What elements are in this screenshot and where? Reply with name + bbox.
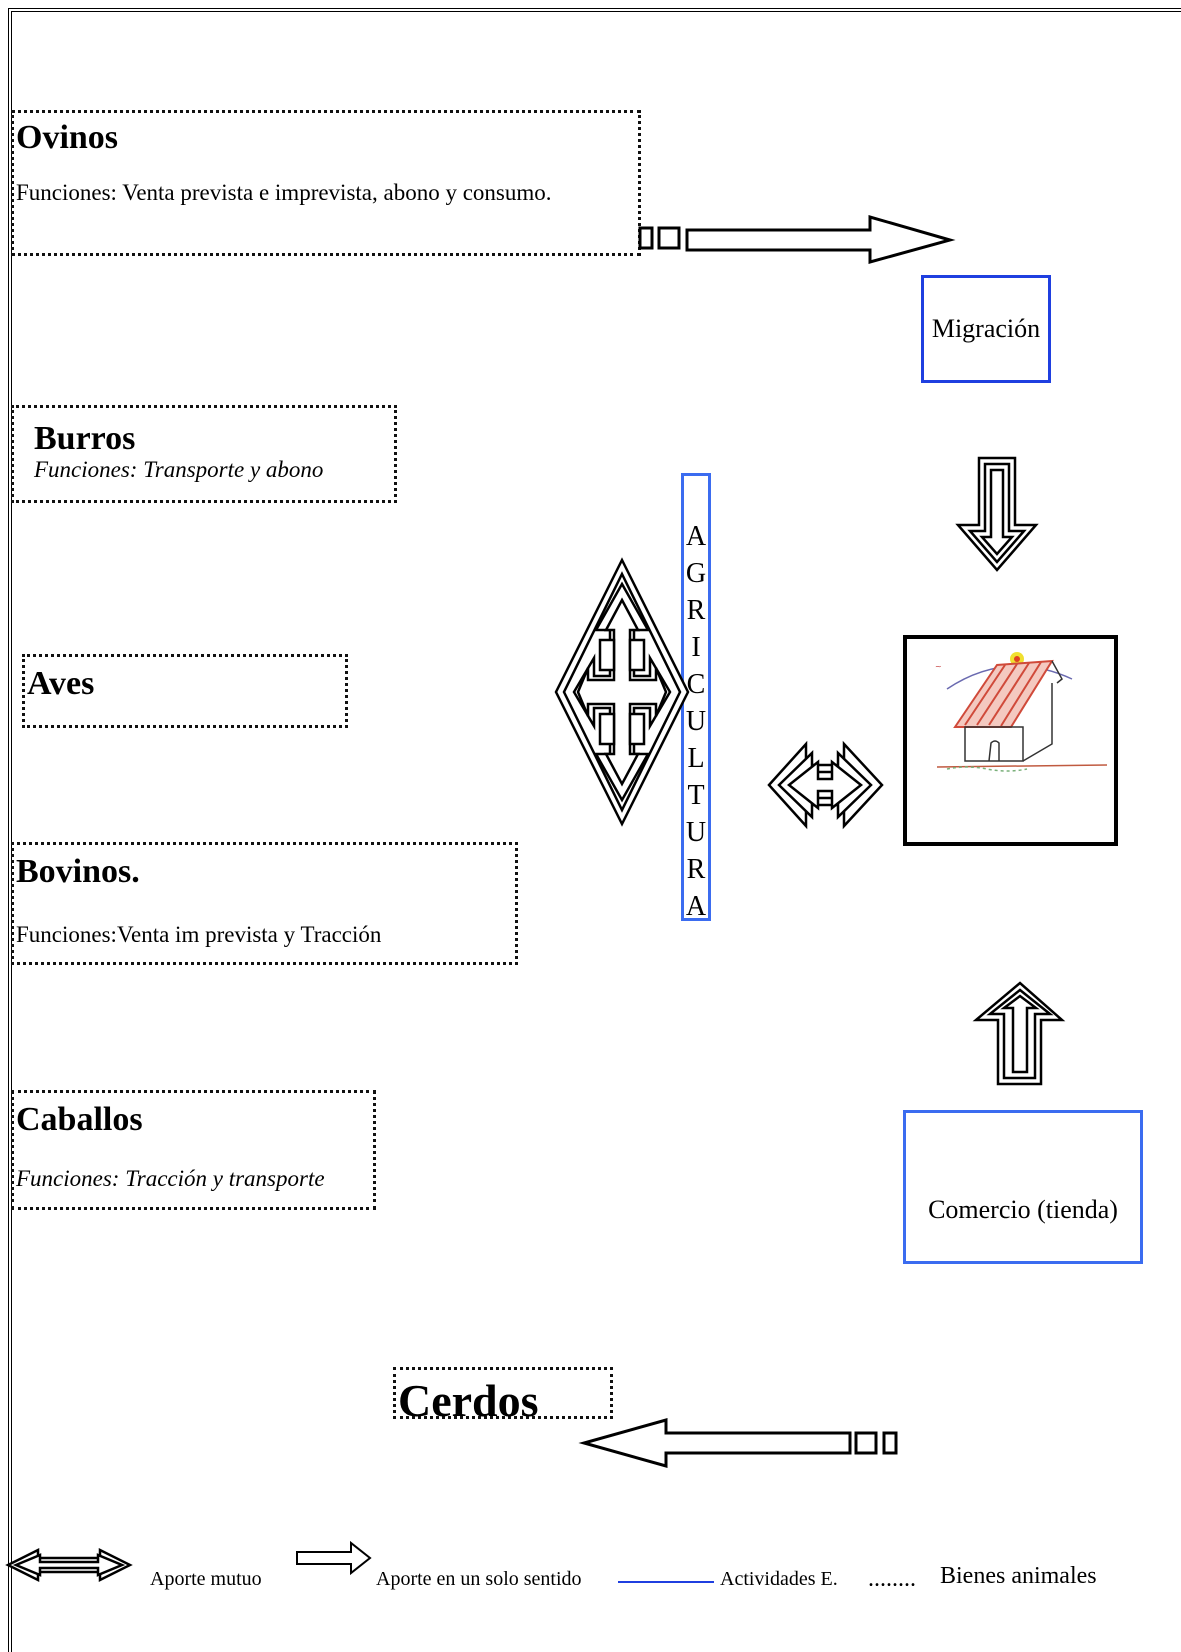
migracion-box: Migración — [921, 275, 1051, 383]
legend-actividades-label: Actividades E. — [720, 1568, 838, 1590]
agri-letter: I — [691, 632, 701, 663]
cerdos-box: Cerdos — [393, 1367, 613, 1426]
bovinos-title: Bovinos. — [16, 853, 140, 890]
legend-mutual-arrow-icon — [5, 1547, 133, 1583]
agri-letter: A — [685, 521, 707, 552]
ovinos-box: Ovinos Funciones: Venta prevista e impre… — [11, 110, 641, 256]
comercio-box: Comercio (tienda) — [903, 1110, 1143, 1264]
migracion-down-arrow — [955, 456, 1039, 572]
ovinos-functions: Funciones: Venta prevista e imprevista, … — [16, 180, 552, 206]
house-illustration: ~ — [903, 635, 1118, 846]
comercio-label: Comercio (tienda) — [928, 1195, 1118, 1224]
cerdos-arrow — [578, 1418, 898, 1468]
bovinos-box: Bovinos. Funciones:Venta im prevista y T… — [11, 842, 518, 965]
comercio-up-arrow — [972, 981, 1066, 1086]
page-frame — [8, 8, 1181, 1652]
migracion-label: Migración — [931, 314, 1041, 343]
agri-letter: G — [685, 558, 707, 589]
agri-letter: R — [686, 595, 706, 626]
agri-letter: R — [686, 854, 706, 885]
aves-box: Aves — [22, 654, 348, 728]
aves-title: Aves — [27, 665, 95, 702]
ovinos-arrow — [638, 215, 956, 264]
burros-title: Burros — [34, 420, 136, 457]
caballos-box: Caballos Funciones: Tracción y transport… — [11, 1090, 376, 1210]
house-drawing: ~ — [935, 652, 1108, 772]
cerdos-title: Cerdos — [398, 1375, 539, 1426]
legend-mutuo-label: Aporte mutuo — [150, 1568, 262, 1590]
agri-house-double-arrow — [767, 740, 884, 830]
caballos-title: Caballos — [16, 1101, 143, 1138]
burros-functions: Funciones: Transporte y abono — [34, 457, 324, 483]
legend-bienes-label: Bienes animales — [940, 1563, 1097, 1589]
burros-box: Burros Funciones: Transporte y abono — [11, 405, 397, 503]
agri-letter: A — [685, 891, 707, 922]
agriculture-diamond-arrows — [554, 557, 690, 827]
svg-text:~: ~ — [935, 662, 942, 671]
agri-letter: U — [685, 706, 707, 737]
agri-letter: U — [685, 817, 707, 848]
agri-letter: C — [686, 669, 706, 700]
ovinos-title: Ovinos — [16, 119, 119, 156]
legend-oneway-arrow-icon — [296, 1540, 372, 1576]
agri-letter: T — [687, 780, 705, 811]
legend-sentido-label: Aporte en un solo sentido — [376, 1568, 582, 1590]
legend-dots: ........ — [868, 1566, 916, 1592]
bovinos-functions: Funciones:Venta im prevista y Tracción — [16, 922, 382, 948]
caballos-functions: Funciones: Tracción y transporte — [16, 1166, 325, 1192]
agri-letter: L — [687, 743, 705, 774]
